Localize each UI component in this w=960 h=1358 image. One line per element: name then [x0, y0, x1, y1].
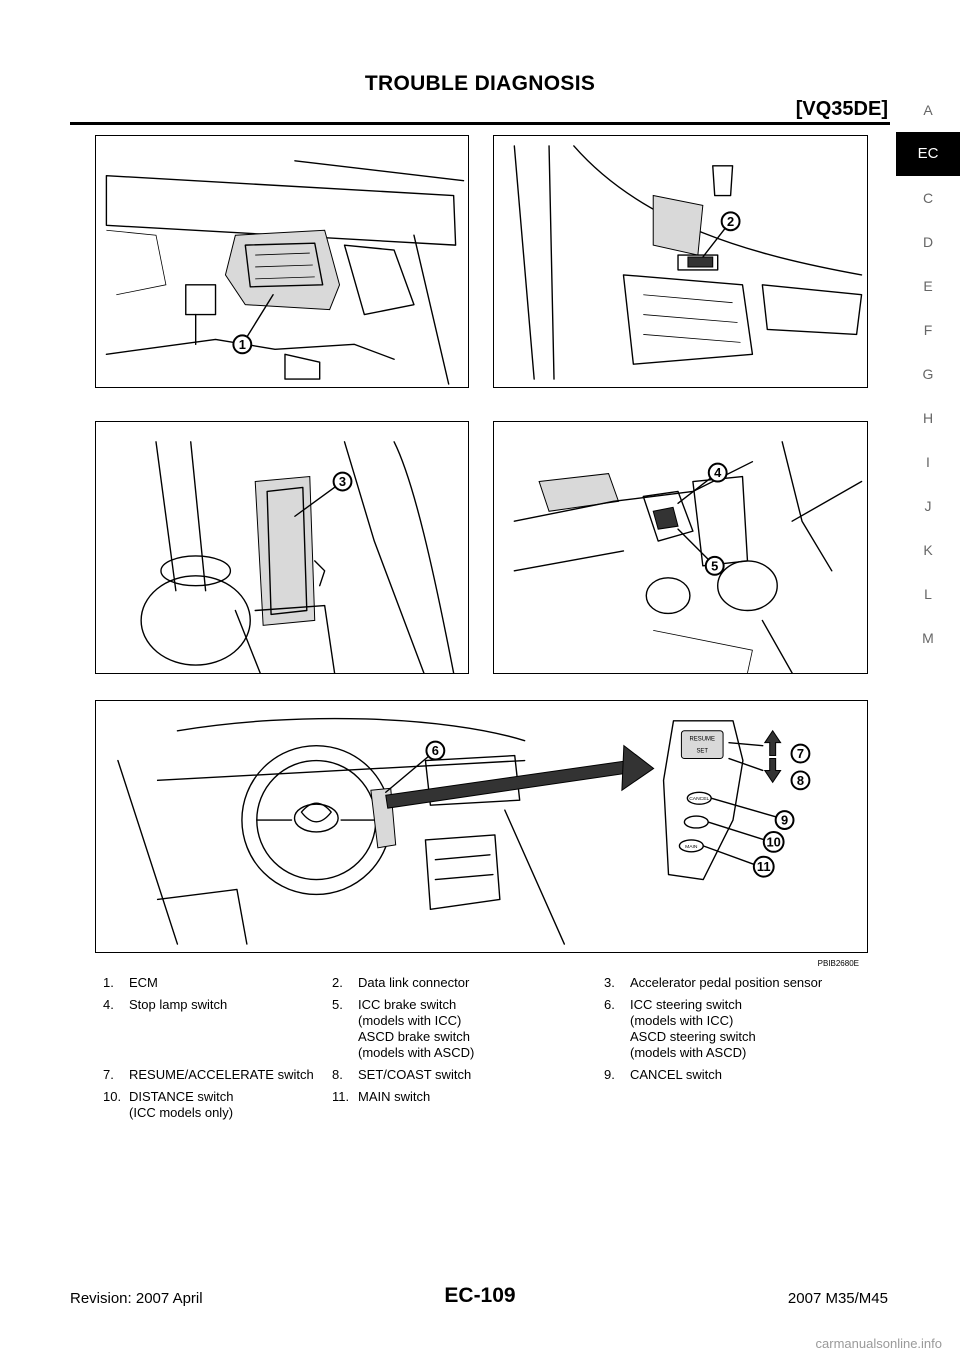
cancel-switch-label: CANCEL	[689, 796, 709, 802]
callout-9-label: 9	[781, 813, 788, 828]
legend-number: 4.	[103, 997, 114, 1012]
illustration-ecm: 1	[95, 135, 469, 388]
illustration-steering-switches: RESUME SET CANCEL MAIN 6 7 8 9	[95, 700, 868, 953]
legend-label: Accelerator pedal position sensor	[630, 975, 823, 990]
legend-label: ICC brake switch (models with ICC) ASCD …	[358, 997, 475, 1060]
callout-2: 2	[720, 211, 741, 232]
main-switch-label: MAIN	[685, 844, 698, 850]
callout-11: 11	[752, 855, 775, 878]
legend-number: 9.	[604, 1067, 615, 1082]
legend-label: ECM	[129, 975, 158, 990]
resume-switch-label: RESUME	[690, 737, 715, 743]
callout-8: 8	[790, 770, 811, 791]
callout-3-label: 3	[339, 474, 346, 489]
index-tab-l[interactable]: L	[924, 586, 932, 602]
callout-1: 1	[232, 334, 253, 355]
legend-label: SET/COAST switch	[358, 1067, 472, 1082]
legend-number: 2.	[332, 975, 343, 990]
legend-number: 10.	[103, 1089, 122, 1104]
callout-10-label: 10	[767, 834, 781, 849]
legend-label: Data link connector	[358, 975, 470, 990]
index-tab-c[interactable]: C	[922, 190, 934, 206]
legend-item: 5. ICC brake switch (models with ICC) ASC…	[332, 997, 604, 1061]
legend-row: 4. Stop lamp switch 5. ICC brake switch (m…	[103, 997, 863, 1061]
page-title: TROUBLE DIAGNOSIS	[364, 72, 596, 95]
section-index: A EC C D E F G H I J K L M	[896, 88, 960, 660]
callout-5-label: 5	[711, 558, 718, 573]
index-tab-d[interactable]: D	[922, 234, 934, 250]
callout-5: 5	[704, 555, 725, 576]
figure-code: PBIB2680E	[817, 959, 859, 968]
index-tab-h[interactable]: H	[922, 410, 934, 426]
legend-item: 1. ECM	[103, 975, 332, 991]
illustration-stop-lamp-switch: 4 5	[493, 421, 868, 674]
steering-switch-drawing: RESUME SET CANCEL MAIN 6 7 8 9	[117, 717, 811, 945]
engine-code: [VQ35DE]	[795, 98, 888, 120]
legend-label: RESUME/ACCELERATE switch	[129, 1067, 314, 1082]
legend-label: CANCEL switch	[630, 1067, 722, 1082]
legend-label: DISTANCE switch (ICC models only)	[129, 1089, 234, 1120]
legend-number: 5.	[332, 997, 343, 1012]
callout-2-label: 2	[727, 214, 734, 229]
callout-6: 6	[425, 740, 446, 761]
page-number: EC-109	[444, 1284, 516, 1307]
data-link-connector-drawing: 2	[513, 145, 863, 380]
callout-4-label: 4	[714, 465, 722, 480]
legend-number	[604, 1089, 630, 1121]
vehicle-model: 2007 M35/M45	[787, 1290, 888, 1307]
legend-item	[604, 1089, 863, 1121]
index-tab-e[interactable]: E	[923, 278, 933, 294]
legend-number: 1.	[103, 975, 114, 990]
legend-number: 3.	[604, 975, 615, 990]
callout-9: 9	[774, 810, 795, 830]
header-divider	[70, 122, 890, 125]
site-watermark[interactable]: carmanualsonline.info	[815, 1336, 942, 1351]
callout-11-label: 11	[757, 859, 771, 874]
legend-item: 2. Data link connector	[332, 975, 604, 991]
callout-8-label: 8	[797, 773, 804, 788]
accelerator-pedal-drawing: 3	[140, 441, 455, 673]
legend-row: 7. RESUME/ACCELERATE switch 8. SET/COAST s…	[103, 1067, 863, 1083]
index-tab-i[interactable]: I	[926, 454, 930, 470]
legend-label: MAIN switch	[358, 1089, 431, 1104]
callout-3: 3	[332, 471, 353, 492]
legend-number: 7.	[103, 1067, 114, 1082]
legend-item: 11. MAIN switch	[332, 1089, 604, 1121]
legend-label: ICC steering switch (models with ICC) AS…	[630, 997, 756, 1060]
legend-item: 9. CANCEL switch	[604, 1067, 863, 1083]
index-tab-k[interactable]: K	[923, 542, 933, 558]
stop-lamp-switch-drawing: 4 5	[513, 441, 863, 673]
callout-10: 10	[762, 830, 785, 853]
legend-number: 8.	[332, 1067, 343, 1082]
index-tab-m[interactable]: M	[922, 630, 934, 646]
legend-number: 6.	[604, 997, 615, 1012]
index-tab-g[interactable]: G	[922, 366, 934, 382]
legend-item: 8. SET/COAST switch	[332, 1067, 604, 1083]
legend-item: 4. Stop lamp switch	[103, 997, 332, 1061]
callout-1-label: 1	[239, 337, 246, 352]
callout-4: 4	[707, 462, 728, 483]
legend-row: 1. ECM 2. Data link connector 3. Accelerato…	[103, 975, 863, 991]
legend-row: 10. DISTANCE switch (ICC models only) 11.…	[103, 1089, 863, 1121]
index-tab-f[interactable]: F	[923, 322, 933, 338]
set-switch-label: SET	[696, 749, 708, 755]
ecm-drawing: 1	[105, 160, 465, 385]
illustration-data-link-connector: 2	[493, 135, 868, 388]
component-legend: 1. ECM 2. Data link connector 3. Accelerato…	[103, 975, 863, 1127]
legend-item: 7. RESUME/ACCELERATE switch	[103, 1067, 332, 1083]
legend-item: 10. DISTANCE switch (ICC models only)	[103, 1089, 332, 1121]
callout-7-label: 7	[797, 746, 804, 761]
callout-7: 7	[790, 743, 811, 764]
index-tab-a[interactable]: A	[923, 102, 933, 118]
legend-label: Stop lamp switch	[129, 997, 228, 1012]
legend-number: 11.	[332, 1089, 350, 1104]
illustration-accelerator-pedal-sensor: 3	[95, 421, 469, 674]
index-tab-ec[interactable]: EC	[896, 132, 960, 176]
index-tab-j[interactable]: J	[924, 498, 932, 514]
callout-6-label: 6	[432, 743, 439, 758]
legend-item: 3. Accelerator pedal position sensor	[604, 975, 863, 991]
revision-date: Revision: 2007 April	[70, 1290, 203, 1307]
legend-item: 6. ICC steering switch (models with ICC) …	[604, 997, 863, 1061]
